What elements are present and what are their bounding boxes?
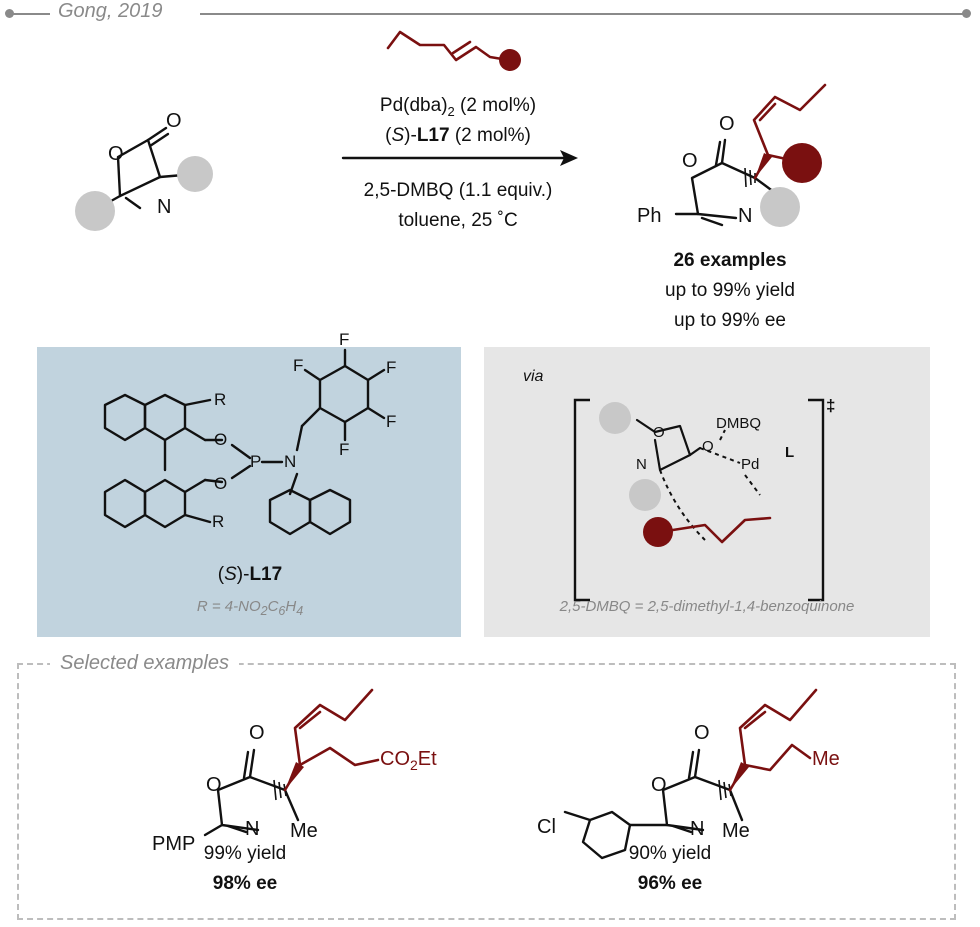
ligand-caption: (S)-L17	[217, 564, 283, 585]
product-phenyl: Ph	[637, 205, 662, 227]
ex2-me: Me	[722, 820, 750, 842]
ex1-carbonyl-o: O	[249, 722, 265, 744]
condition-solvent: toluene, 25 ˚C	[398, 210, 518, 231]
condition-ligand: (S)-L17 (2 mol%)	[385, 125, 531, 146]
condition-additive: 2,5-DMBQ (1.1 equiv.)	[363, 180, 553, 201]
product-ring-n: N	[738, 205, 753, 227]
ex1-me: Me	[290, 820, 318, 842]
ex2-ring-n: N	[690, 818, 705, 840]
ex1-yield: 99% yield	[203, 843, 287, 864]
condition-catalyst: Pd(dba)2 (2 mol%)	[379, 95, 537, 119]
ligand-f3: F	[386, 358, 397, 377]
ligand-f1: F	[293, 356, 304, 375]
ex2-terminal-me: Me	[812, 748, 840, 770]
ligand-f2: F	[339, 330, 350, 349]
ligand-p: P	[250, 452, 262, 471]
ex1-ring-n: N	[245, 818, 260, 840]
ex1-ee: 98% ee	[212, 873, 278, 894]
ex1-co2et: CO2Et	[380, 748, 437, 773]
ligand-o-top: O	[214, 430, 228, 449]
sm-ring-n: N	[157, 196, 172, 218]
ts-pd: Pd	[741, 456, 760, 473]
ex2-yield: 90% yield	[628, 843, 712, 864]
ts-double-dagger: ‡	[826, 396, 836, 415]
ligand-r-bottom: R	[212, 512, 225, 531]
result-examples: 26 examples	[673, 250, 787, 271]
ligand-o-bottom: O	[214, 474, 228, 493]
ts-enolate-o: O	[702, 438, 714, 455]
header-dot-right	[962, 9, 971, 18]
ts-via: via	[523, 368, 544, 385]
product-ring-o: O	[682, 150, 698, 172]
ts-dmbq: DMBQ	[716, 415, 761, 432]
header-line-right	[200, 13, 965, 15]
sm-ring-o: O	[108, 143, 124, 165]
result-yield: up to 99% yield	[665, 280, 795, 301]
ligand-f5: F	[339, 440, 350, 459]
ex2-ring-o: O	[651, 774, 667, 796]
ex2-chloro: Cl	[537, 816, 556, 838]
ts-ligand-l: L	[785, 444, 795, 461]
ligand-f4: F	[386, 412, 397, 431]
ex1-ring-o: O	[206, 774, 222, 796]
ts-ring-o: O	[653, 424, 665, 441]
ex1-pmp: PMP	[152, 833, 196, 855]
ligand-panel	[37, 347, 461, 637]
header-dot-left	[5, 9, 14, 18]
selected-examples-box	[17, 663, 956, 920]
product-carbonyl-o: O	[719, 113, 735, 135]
sm-carbonyl-o: O	[166, 110, 182, 132]
transition-state-panel	[484, 347, 930, 637]
ligand-n: N	[284, 452, 297, 471]
ts-dmbq-note: 2,5-DMBQ = 2,5-dimethyl-1,4-benzoquinone	[559, 598, 855, 615]
ex2-ee: 96% ee	[637, 873, 703, 894]
ligand-r-top: R	[214, 390, 227, 409]
header-title: Gong, 2019	[58, 0, 163, 22]
ligand-r-note: R = 4-NO2C6H4	[196, 598, 304, 618]
ts-ring-n: N	[636, 456, 647, 473]
result-ee: up to 99% ee	[674, 310, 786, 331]
header-line-left	[10, 13, 50, 15]
ex2-carbonyl-o: O	[694, 722, 710, 744]
selected-examples-title: Selected examples	[50, 652, 239, 675]
